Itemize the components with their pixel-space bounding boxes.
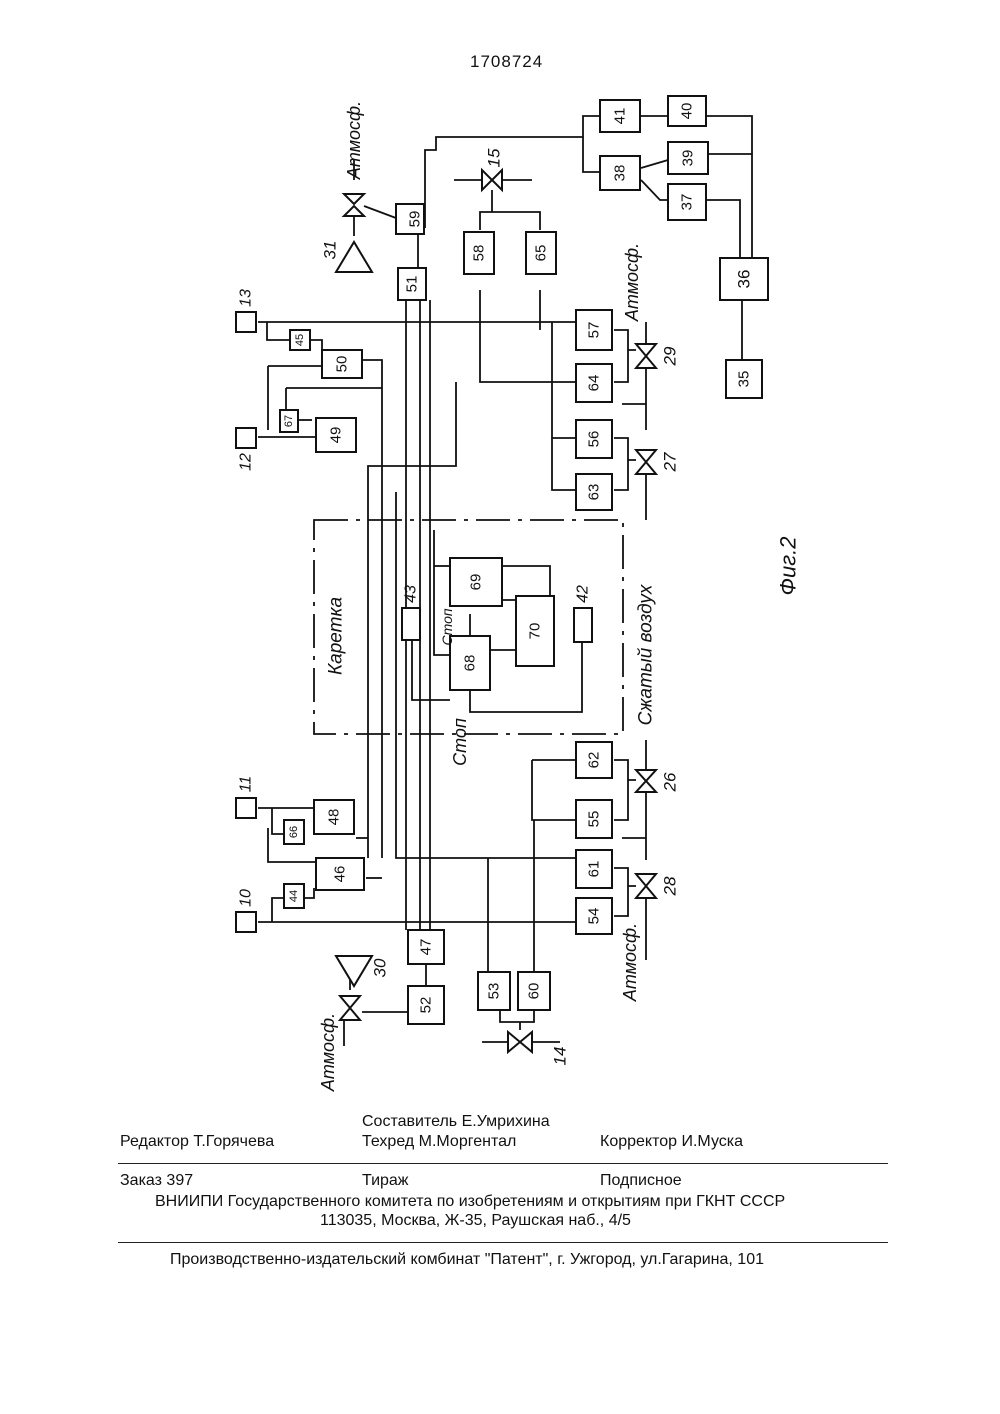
label-compressed-air: Сжатый воздух bbox=[636, 583, 657, 725]
circulation-line: Тираж bbox=[362, 1172, 409, 1190]
block-number: 51 bbox=[404, 276, 421, 293]
figure-label: Фиг.2 bbox=[776, 537, 801, 596]
block-number: 59 bbox=[407, 211, 424, 228]
block-number: 60 bbox=[526, 983, 543, 1000]
label-stop-top: Стоп bbox=[439, 608, 455, 645]
valve-29 bbox=[636, 344, 656, 368]
valve-30 bbox=[340, 996, 360, 1020]
block-number: 61 bbox=[586, 861, 603, 878]
label-atm-bottom-left: Атмосф. bbox=[318, 1013, 338, 1092]
block-number: 37 bbox=[679, 194, 696, 211]
label-atm-bottom-mid: Атмосф. bbox=[620, 923, 640, 1002]
block-number: 40 bbox=[679, 103, 696, 120]
compiler-line: Составитель Е.Умрихина bbox=[362, 1113, 550, 1131]
block-number: 36 bbox=[735, 270, 754, 289]
sensor-12 bbox=[236, 428, 256, 448]
valve-number: 29 bbox=[661, 346, 680, 366]
sensor-11 bbox=[236, 798, 256, 818]
label-stop-bottom: Стоп bbox=[450, 718, 470, 766]
sensor-number: 10 bbox=[238, 889, 255, 907]
valve-26 bbox=[636, 770, 656, 792]
editor-line: Редактор Т.Горячева bbox=[120, 1133, 274, 1151]
valve-31 bbox=[344, 194, 364, 216]
valve-14 bbox=[508, 1032, 532, 1052]
techred-line: Техред М.Моргентал bbox=[362, 1133, 516, 1151]
block-number: 65 bbox=[533, 245, 550, 262]
sensor-number: 11 bbox=[238, 776, 255, 793]
label-atm-right: Атмосф. bbox=[622, 243, 642, 322]
sensor-number: 43 bbox=[403, 585, 420, 603]
sensor-number: 42 bbox=[575, 585, 592, 603]
valve-number: 30 bbox=[371, 958, 390, 977]
block-number: 52 bbox=[418, 997, 435, 1014]
block-number: 54 bbox=[586, 908, 603, 925]
corrector-line: Корректор И.Муска bbox=[600, 1133, 743, 1151]
sensor-10 bbox=[236, 912, 256, 932]
valve-28 bbox=[636, 874, 656, 898]
valve-number: 28 bbox=[661, 876, 680, 896]
sensor-42 bbox=[574, 608, 592, 642]
valve-number: 14 bbox=[551, 1047, 570, 1066]
order-line: Заказ 397 bbox=[120, 1172, 193, 1190]
block-number: 55 bbox=[586, 811, 603, 828]
block-number: 69 bbox=[468, 574, 485, 591]
pneumatic-circuit-diagram: 59 51 58 65 41 40 38 39 37 36 35 45 50 5… bbox=[0, 0, 1000, 1100]
printer-line: Производственно-издательский комбинат "П… bbox=[170, 1251, 764, 1269]
block-number: 68 bbox=[462, 655, 479, 672]
address-line: 113035, Москва, Ж-35, Раушская наб., 4/5 bbox=[320, 1212, 631, 1230]
block-number: 38 bbox=[612, 165, 629, 182]
block-number: 44 bbox=[288, 890, 300, 902]
valve-number: 15 bbox=[485, 148, 504, 167]
sensor-43 bbox=[402, 608, 420, 640]
block-number: 58 bbox=[471, 245, 488, 262]
block-number: 64 bbox=[586, 375, 603, 392]
valve-number: 27 bbox=[661, 452, 680, 472]
block-number: 66 bbox=[288, 826, 300, 838]
block-number: 47 bbox=[418, 939, 435, 956]
divider bbox=[118, 1163, 888, 1164]
block-number: 35 bbox=[736, 371, 753, 388]
subscription-line: Подписное bbox=[600, 1172, 682, 1190]
valve-number: 31 bbox=[321, 241, 340, 260]
block-number: 70 bbox=[527, 623, 544, 640]
block-number: 41 bbox=[612, 108, 629, 125]
block-number: 53 bbox=[486, 983, 503, 1000]
sensor-number: 12 bbox=[238, 453, 255, 471]
block-number: 57 bbox=[586, 322, 603, 339]
org-line: ВНИИПИ Государственного комитета по изоб… bbox=[155, 1193, 785, 1211]
label-atm-top: Атмосф. bbox=[344, 101, 364, 180]
sensor-number: 13 bbox=[238, 289, 255, 307]
block-number: 48 bbox=[326, 809, 343, 826]
block-number: 50 bbox=[334, 356, 351, 373]
block-number: 67 bbox=[283, 415, 295, 427]
block-number: 45 bbox=[294, 334, 306, 346]
valve-number: 26 bbox=[661, 772, 680, 792]
block-number: 39 bbox=[680, 150, 697, 167]
valve-15 bbox=[482, 170, 502, 190]
sensor-13 bbox=[236, 312, 256, 332]
block-number: 63 bbox=[586, 484, 603, 501]
block-number: 46 bbox=[332, 866, 349, 883]
block-number: 62 bbox=[586, 752, 603, 769]
labels: Атмосф. Атмосф. Каретка Сжатый воздух Ст… bbox=[318, 101, 801, 1092]
valve-27 bbox=[636, 450, 656, 474]
divider bbox=[118, 1242, 888, 1243]
label-carriage: Каретка bbox=[326, 597, 347, 675]
block-number: 56 bbox=[586, 431, 603, 448]
block-number: 49 bbox=[328, 427, 345, 444]
